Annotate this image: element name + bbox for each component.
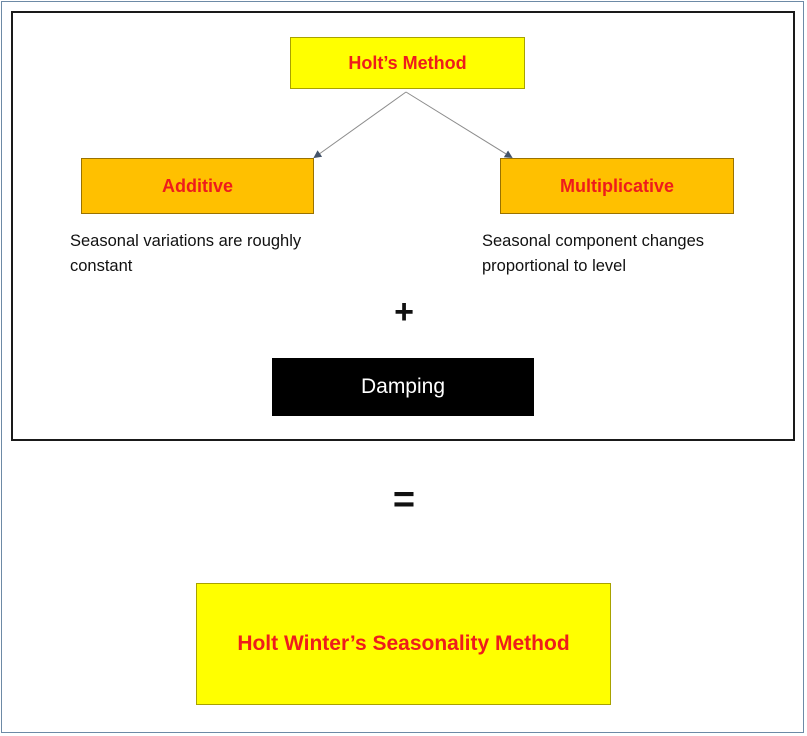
- multiplicative-description: Seasonal component changes proportional …: [482, 229, 704, 279]
- multiplicative-description-line: Seasonal component changes: [482, 232, 704, 250]
- arrow-to-additive: [313, 91, 407, 159]
- arrow-to-multiplicative: [405, 91, 513, 159]
- holt-winters-label: Holt Winter’s Seasonality Method: [237, 632, 570, 655]
- additive-label: Additive: [161, 175, 233, 196]
- holts-method-box: Holt’s Method: [290, 37, 525, 89]
- damping-label: Damping: [360, 375, 446, 398]
- multiplicative-description-line: proportional to level: [482, 257, 627, 275]
- holt-methods-group: [11, 11, 795, 441]
- multiplicative-box: Multiplicative: [500, 158, 734, 214]
- damping-box: Damping: [272, 358, 534, 416]
- additive-box: Additive: [81, 158, 314, 214]
- additive-description: Seasonal variations are roughly constant: [70, 229, 301, 279]
- holts-method-label: Holt’s Method: [348, 52, 467, 73]
- additive-description-line: constant: [70, 257, 133, 275]
- plus-operator: +: [394, 293, 414, 331]
- additive-description-line: Seasonal variations are roughly: [70, 232, 302, 250]
- multiplicative-label: Multiplicative: [559, 175, 675, 196]
- equals-operator: =: [392, 479, 416, 521]
- holt-winters-box: Holt Winter’s Seasonality Method: [196, 583, 611, 705]
